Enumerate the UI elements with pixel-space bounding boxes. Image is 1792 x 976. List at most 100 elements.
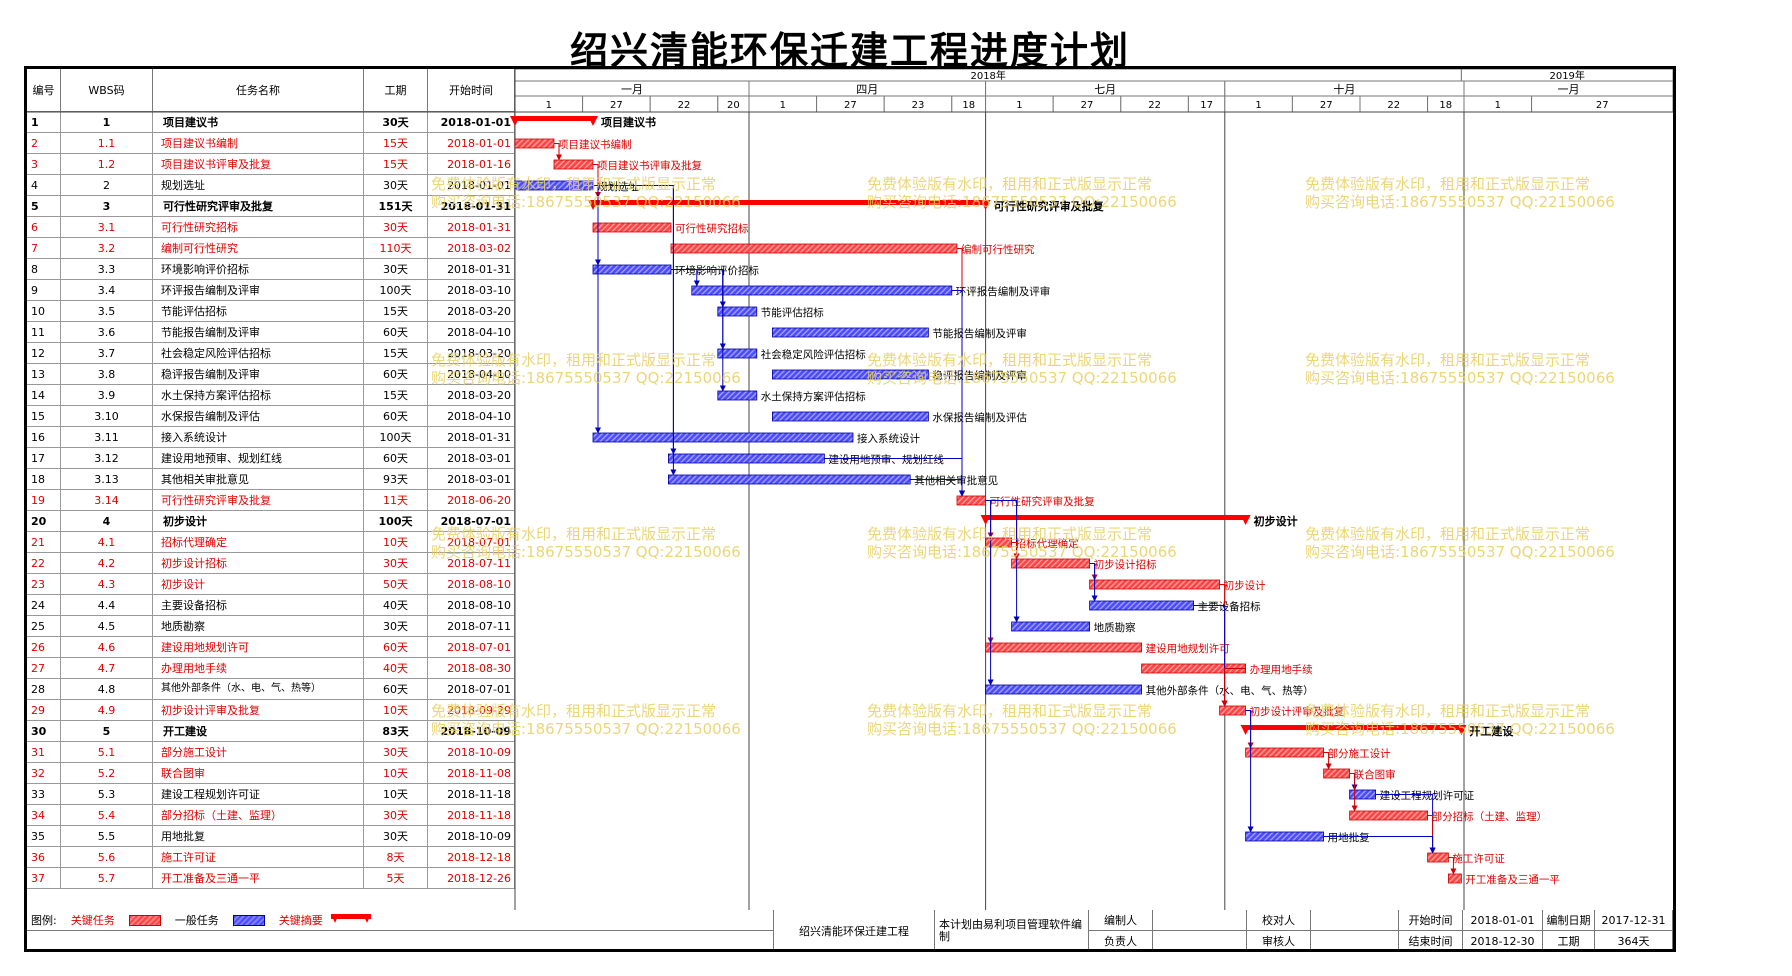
task-wbs-cell[interactable]: 3.5 xyxy=(61,301,153,322)
task-name-cell[interactable]: 部分招标（土建、监理） xyxy=(153,805,364,826)
task-wbs-cell[interactable]: 3.10 xyxy=(61,406,153,427)
task-wbs-cell[interactable]: 4.5 xyxy=(61,616,153,637)
task-name-cell[interactable]: 初步设计 xyxy=(153,511,364,532)
task-no-cell[interactable]: 12 xyxy=(27,343,61,364)
task-no-cell[interactable]: 30 xyxy=(27,721,61,742)
task-name-cell[interactable]: 初步设计招标 xyxy=(153,553,364,574)
task-wbs-cell[interactable]: 4.1 xyxy=(61,532,153,553)
task-name-cell[interactable]: 用地批复 xyxy=(153,826,364,847)
task-name-cell[interactable]: 地质勘察 xyxy=(153,616,364,637)
task-duration-cell[interactable]: 60天 xyxy=(364,679,428,700)
task-no-cell[interactable]: 28 xyxy=(27,679,61,700)
task-no-cell[interactable]: 14 xyxy=(27,385,61,406)
task-wbs-cell[interactable]: 3.1 xyxy=(61,217,153,238)
task-no-cell[interactable]: 37 xyxy=(27,868,61,889)
task-duration-cell[interactable]: 60天 xyxy=(364,406,428,427)
task-name-cell[interactable]: 节能报告编制及评审 xyxy=(153,322,364,343)
task-wbs-cell[interactable]: 3.6 xyxy=(61,322,153,343)
task-wbs-cell[interactable]: 4.9 xyxy=(61,700,153,721)
task-name-cell[interactable]: 环境影响评价招标 xyxy=(153,259,364,280)
footer-editor-value[interactable] xyxy=(1153,910,1247,931)
task-duration-cell[interactable]: 151天 xyxy=(364,196,428,217)
task-wbs-cell[interactable]: 5.6 xyxy=(61,847,153,868)
task-duration-cell[interactable]: 10天 xyxy=(364,700,428,721)
task-wbs-cell[interactable]: 4.4 xyxy=(61,595,153,616)
task-name-cell[interactable]: 其他外部条件（水、电、气、热等） xyxy=(153,679,364,700)
task-duration-cell[interactable]: 50天 xyxy=(364,574,428,595)
task-no-cell[interactable]: 36 xyxy=(27,847,61,868)
task-no-cell[interactable]: 3 xyxy=(27,154,61,175)
task-name-cell[interactable]: 开工建设 xyxy=(153,721,364,742)
task-name-cell[interactable]: 环评报告编制及评审 xyxy=(153,280,364,301)
task-name-cell[interactable]: 规划选址 xyxy=(153,175,364,196)
task-no-cell[interactable]: 18 xyxy=(27,469,61,490)
task-no-cell[interactable]: 9 xyxy=(27,280,61,301)
task-duration-cell[interactable]: 60天 xyxy=(364,322,428,343)
task-wbs-cell[interactable]: 3.7 xyxy=(61,343,153,364)
task-duration-cell[interactable]: 15天 xyxy=(364,301,428,322)
task-duration-cell[interactable]: 30天 xyxy=(364,217,428,238)
task-duration-cell[interactable]: 60天 xyxy=(364,637,428,658)
task-no-cell[interactable]: 22 xyxy=(27,553,61,574)
task-name-cell[interactable]: 建设用地预审、规划红线 xyxy=(153,448,364,469)
task-wbs-cell[interactable]: 4.6 xyxy=(61,637,153,658)
task-duration-cell[interactable]: 8天 xyxy=(364,847,428,868)
task-no-cell[interactable]: 16 xyxy=(27,427,61,448)
task-no-cell[interactable]: 35 xyxy=(27,826,61,847)
task-duration-cell[interactable]: 100天 xyxy=(364,427,428,448)
task-duration-cell[interactable]: 30天 xyxy=(364,826,428,847)
task-no-cell[interactable]: 8 xyxy=(27,259,61,280)
task-wbs-cell[interactable]: 5 xyxy=(61,721,153,742)
task-wbs-cell[interactable]: 3.2 xyxy=(61,238,153,259)
task-no-cell[interactable]: 23 xyxy=(27,574,61,595)
task-wbs-cell[interactable]: 3.4 xyxy=(61,280,153,301)
task-duration-cell[interactable]: 10天 xyxy=(364,763,428,784)
task-duration-cell[interactable]: 10天 xyxy=(364,784,428,805)
task-duration-cell[interactable]: 30天 xyxy=(364,112,428,133)
task-name-cell[interactable]: 建设工程规划许可证 xyxy=(153,784,364,805)
task-wbs-cell[interactable]: 1.1 xyxy=(61,133,153,154)
task-name-cell[interactable]: 可行性研究评审及批复 xyxy=(153,196,364,217)
task-no-cell[interactable]: 13 xyxy=(27,364,61,385)
task-duration-cell[interactable]: 15天 xyxy=(364,385,428,406)
task-wbs-cell[interactable]: 5.1 xyxy=(61,742,153,763)
task-no-cell[interactable]: 11 xyxy=(27,322,61,343)
task-name-cell[interactable]: 水土保持方案评估招标 xyxy=(153,385,364,406)
task-no-cell[interactable]: 17 xyxy=(27,448,61,469)
task-duration-cell[interactable]: 40天 xyxy=(364,658,428,679)
task-name-cell[interactable]: 招标代理确定 xyxy=(153,532,364,553)
task-no-cell[interactable]: 27 xyxy=(27,658,61,679)
task-name-cell[interactable]: 编制可行性研究 xyxy=(153,238,364,259)
task-no-cell[interactable]: 19 xyxy=(27,490,61,511)
task-name-cell[interactable]: 节能评估招标 xyxy=(153,301,364,322)
task-duration-cell[interactable]: 30天 xyxy=(364,805,428,826)
task-duration-cell[interactable]: 30天 xyxy=(364,175,428,196)
task-no-cell[interactable]: 6 xyxy=(27,217,61,238)
task-duration-cell[interactable]: 100天 xyxy=(364,280,428,301)
task-name-cell[interactable]: 初步设计评审及批复 xyxy=(153,700,364,721)
task-no-cell[interactable]: 20 xyxy=(27,511,61,532)
task-duration-cell[interactable]: 30天 xyxy=(364,259,428,280)
task-name-cell[interactable]: 项目建议书编制 xyxy=(153,133,364,154)
task-name-cell[interactable]: 接入系统设计 xyxy=(153,427,364,448)
task-no-cell[interactable]: 2 xyxy=(27,133,61,154)
task-name-cell[interactable]: 其他相关审批意见 xyxy=(153,469,364,490)
task-wbs-cell[interactable]: 3 xyxy=(61,196,153,217)
task-duration-cell[interactable]: 11天 xyxy=(364,490,428,511)
task-duration-cell[interactable]: 110天 xyxy=(364,238,428,259)
task-wbs-cell[interactable]: 2 xyxy=(61,175,153,196)
task-no-cell[interactable]: 1 xyxy=(27,112,61,133)
task-duration-cell[interactable]: 83天 xyxy=(364,721,428,742)
task-no-cell[interactable]: 29 xyxy=(27,700,61,721)
task-wbs-cell[interactable]: 3.12 xyxy=(61,448,153,469)
task-wbs-cell[interactable]: 1 xyxy=(61,112,153,133)
task-name-cell[interactable]: 初步设计 xyxy=(153,574,364,595)
task-name-cell[interactable]: 水保报告编制及评估 xyxy=(153,406,364,427)
task-name-cell[interactable]: 联合图审 xyxy=(153,763,364,784)
task-wbs-cell[interactable]: 3.14 xyxy=(61,490,153,511)
task-wbs-cell[interactable]: 3.13 xyxy=(61,469,153,490)
task-no-cell[interactable]: 24 xyxy=(27,595,61,616)
task-duration-cell[interactable]: 30天 xyxy=(364,553,428,574)
task-no-cell[interactable]: 26 xyxy=(27,637,61,658)
task-name-cell[interactable]: 办理用地手续 xyxy=(153,658,364,679)
